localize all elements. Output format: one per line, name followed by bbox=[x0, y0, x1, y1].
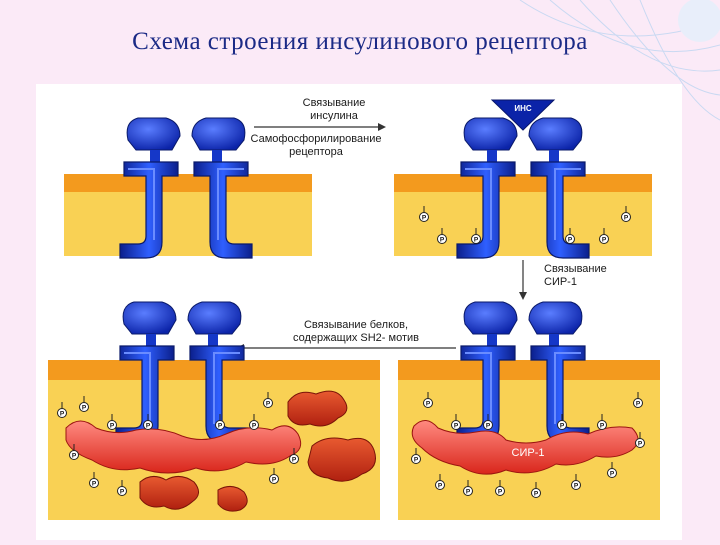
receptor-diagram: ИНС P P P P P P Связывание инсулина Само… bbox=[48, 97, 660, 520]
sh2-protein bbox=[287, 390, 348, 427]
svg-text:P: P bbox=[602, 237, 607, 244]
svg-text:P: P bbox=[474, 237, 479, 244]
svg-text:P: P bbox=[534, 491, 539, 498]
phosphate-group: P P P P P P bbox=[419, 205, 631, 244]
insulin-label: ИНС bbox=[514, 104, 532, 113]
svg-text:P: P bbox=[292, 457, 297, 464]
caption-sir-binding-2: СИР-1 bbox=[544, 276, 577, 288]
svg-text:P: P bbox=[498, 489, 503, 496]
membrane bbox=[64, 174, 312, 192]
phosphate-group: P P P P P P P P P P P P bbox=[57, 391, 299, 496]
caption-autophos-1: Самофосфорилирование bbox=[251, 133, 382, 145]
svg-text:P: P bbox=[218, 423, 223, 430]
state-sh2-complex: P P P P P P P P P P P P bbox=[48, 301, 380, 520]
membrane bbox=[398, 360, 660, 380]
svg-text:P: P bbox=[440, 237, 445, 244]
svg-text:P: P bbox=[72, 453, 77, 460]
state-sir1-bound: СИР-1 P P P P P P P P P P P P P P bbox=[398, 301, 660, 520]
svg-text:P: P bbox=[82, 405, 87, 412]
sir1-label: СИР-1 bbox=[512, 447, 545, 459]
svg-text:P: P bbox=[454, 423, 459, 430]
insulin-molecule bbox=[490, 99, 556, 131]
caption-insulin-binding-1: Связывание bbox=[303, 97, 366, 109]
phosphate-group: P P P P P P P P P P P P P P bbox=[411, 391, 645, 498]
sh2-protein bbox=[139, 476, 199, 510]
svg-text:P: P bbox=[414, 457, 419, 464]
svg-text:P: P bbox=[426, 401, 431, 408]
caption-insulin-binding-2: инсулина bbox=[310, 110, 359, 122]
diagram-panel: ИНС P P P P P P Связывание инсулина Само… bbox=[36, 84, 682, 540]
svg-text:P: P bbox=[146, 423, 151, 430]
caption-sir-binding-1: Связывание bbox=[544, 263, 607, 275]
caption-sh2-binding-1: Связывание белков, bbox=[304, 319, 408, 331]
svg-text:P: P bbox=[252, 423, 257, 430]
svg-text:P: P bbox=[636, 401, 641, 408]
svg-text:P: P bbox=[574, 483, 579, 490]
svg-text:P: P bbox=[568, 237, 573, 244]
svg-text:P: P bbox=[466, 489, 471, 496]
svg-text:P: P bbox=[272, 477, 277, 484]
svg-text:P: P bbox=[60, 411, 65, 418]
page-title: Схема строения инсулинового рецептора bbox=[132, 28, 588, 55]
state-insulin-bound: ИНС P P P P P P bbox=[394, 99, 652, 259]
svg-text:P: P bbox=[560, 423, 565, 430]
svg-text:P: P bbox=[120, 489, 125, 496]
svg-text:P: P bbox=[422, 215, 427, 222]
sh2-protein bbox=[307, 437, 376, 482]
svg-text:P: P bbox=[610, 471, 615, 478]
svg-text:P: P bbox=[624, 215, 629, 222]
sh2-protein bbox=[217, 486, 248, 512]
membrane bbox=[394, 174, 652, 192]
arrow-step4 bbox=[236, 344, 456, 352]
svg-text:P: P bbox=[266, 401, 271, 408]
svg-text:P: P bbox=[638, 441, 643, 448]
svg-text:P: P bbox=[110, 423, 115, 430]
caption-autophos-2: рецептора bbox=[289, 146, 344, 158]
svg-text:P: P bbox=[92, 481, 97, 488]
decorative-swirl bbox=[519, 0, 720, 121]
svg-text:P: P bbox=[438, 483, 443, 490]
svg-text:P: P bbox=[486, 423, 491, 430]
svg-text:P: P bbox=[600, 423, 605, 430]
caption-sh2-binding-2: содержащих SH2- мотив bbox=[293, 332, 419, 344]
sir1-protein bbox=[65, 420, 302, 474]
arrow-step1 bbox=[254, 123, 386, 131]
state-unbound bbox=[64, 117, 312, 259]
arrow-step3 bbox=[519, 260, 527, 300]
